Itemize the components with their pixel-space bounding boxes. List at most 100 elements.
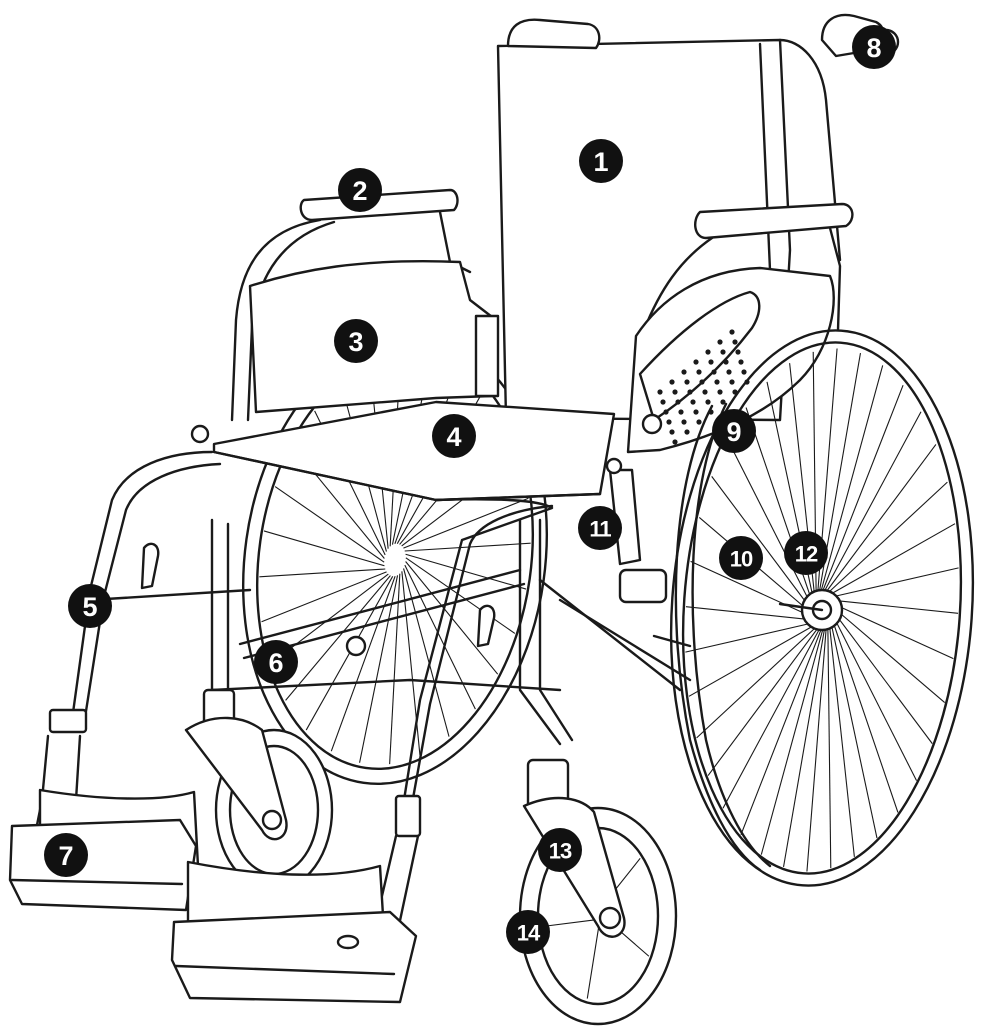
vent-dot (684, 379, 690, 385)
callout-14: 14 (506, 910, 550, 954)
vent-dot (702, 389, 708, 395)
callout-marker (712, 409, 756, 453)
spoke (285, 575, 391, 701)
vent-dot (672, 389, 678, 395)
spoke (782, 629, 825, 868)
spoke (740, 630, 822, 836)
spoke (827, 626, 832, 869)
spoke (822, 384, 904, 590)
callout-number: 14 (517, 921, 541, 946)
callout-number: 11 (589, 517, 611, 542)
callout-5: 5 (68, 584, 112, 628)
callout-10: 10 (719, 536, 763, 580)
spoke (403, 497, 529, 549)
callout-number: 13 (549, 839, 572, 864)
callout-number: 8 (866, 33, 881, 63)
callout-marker (538, 828, 582, 872)
vent-dot (669, 429, 675, 435)
callout-marker (338, 168, 382, 212)
spoke (830, 620, 878, 839)
spoke (330, 576, 396, 752)
spoke (832, 603, 954, 660)
spoke (540, 919, 595, 928)
spoke (359, 575, 399, 763)
spoke (685, 622, 813, 653)
callout-marker (432, 414, 476, 458)
callout-number: 5 (82, 592, 97, 622)
spoke (821, 365, 884, 590)
spoke (263, 530, 385, 567)
callout-number: 1 (593, 147, 608, 177)
spoke (832, 610, 933, 744)
vent-dot (735, 349, 741, 355)
spoke (688, 625, 815, 697)
spoke (403, 568, 450, 737)
vent-dot (669, 379, 675, 385)
spoke (832, 599, 959, 614)
vent-dot (720, 399, 726, 405)
callout-marker (506, 910, 550, 954)
spoke (690, 560, 812, 617)
callout-7: 7 (44, 833, 88, 877)
spoke (711, 476, 812, 610)
callout-marker (44, 833, 88, 877)
callout-marker (68, 584, 112, 628)
vent-dot (726, 369, 732, 375)
vent-dot (729, 329, 735, 335)
vent-dot (675, 399, 681, 405)
vent-dot (705, 399, 711, 405)
left-caster-wheel (184, 688, 334, 892)
callout-12: 12 (784, 531, 828, 575)
spoke (722, 630, 820, 809)
spoke (832, 606, 946, 703)
vent-dot (663, 409, 669, 415)
vent-dot (681, 369, 687, 375)
callout-13: 13 (538, 828, 582, 872)
vent-dot (738, 359, 744, 365)
vent-dot (681, 419, 687, 425)
spoke (726, 439, 813, 606)
vent-dot (657, 389, 663, 395)
callout-3: 3 (334, 319, 378, 363)
callout-6: 6 (254, 640, 298, 684)
spoke (405, 557, 516, 634)
callout-marker (254, 640, 298, 684)
spoke (685, 606, 812, 621)
spoke (760, 630, 823, 855)
callout-marker (719, 536, 763, 580)
callout-number: 3 (348, 327, 363, 357)
vent-dot (696, 369, 702, 375)
vent-dot (705, 349, 711, 355)
spoke (404, 564, 476, 710)
left-footrest (8, 708, 200, 912)
callout-8: 8 (852, 25, 896, 69)
right-armrest (626, 202, 854, 454)
vent-dot (741, 369, 747, 375)
spoke (829, 523, 956, 595)
spoke (828, 623, 855, 857)
left-armrest (230, 188, 500, 422)
vent-dot (660, 399, 666, 405)
spoke (806, 628, 827, 872)
callout-marker (852, 25, 896, 69)
callout-4: 4 (432, 414, 476, 458)
callout-number: 2 (352, 176, 367, 206)
callout-number: 4 (446, 422, 461, 452)
spoke (707, 629, 818, 776)
vent-dot (717, 339, 723, 345)
callout-2: 2 (338, 168, 382, 212)
vent-dot (666, 419, 672, 425)
callout-number: 12 (795, 542, 818, 567)
vent-dot (729, 379, 735, 385)
spoke (274, 486, 385, 563)
callout-number: 10 (730, 547, 753, 572)
vent-dot (690, 399, 696, 405)
spoke (586, 922, 600, 999)
spoke (824, 411, 922, 590)
callout-11: 11 (578, 506, 622, 550)
right-rear-wheel (669, 329, 975, 887)
spoke (404, 542, 531, 552)
spoke (259, 568, 386, 578)
